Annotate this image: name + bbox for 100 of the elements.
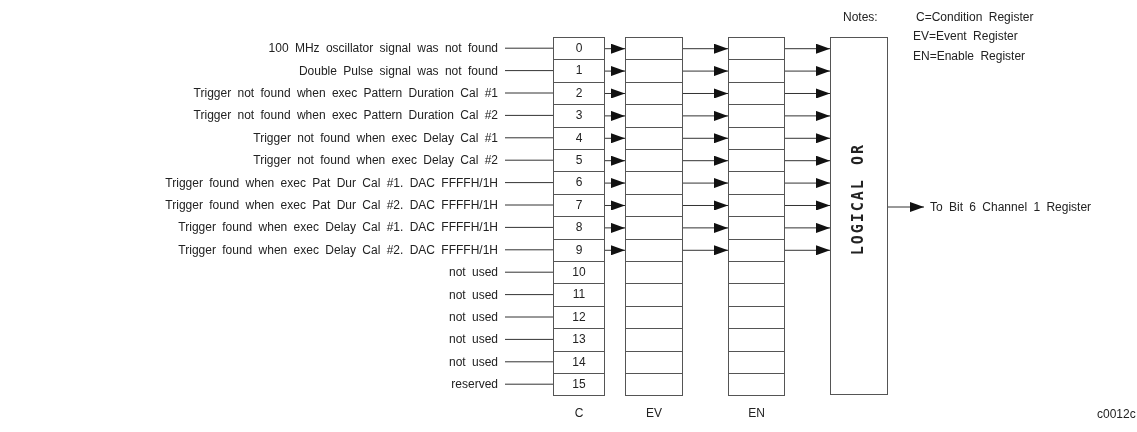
arrow [682,133,729,144]
register-cell: 14 [553,350,605,374]
register-cell [625,328,683,352]
connector-line [504,316,554,318]
arrow [887,202,925,212]
column-heading: C [573,405,585,422]
connector-line [504,383,554,385]
arrow [784,222,831,233]
register-cell [728,238,785,262]
arrow [784,200,831,211]
note-text: EV=Event Register [913,28,1018,44]
column-heading: EN [747,405,766,422]
note-text: C=Condition Register [916,9,1034,25]
register-cell: 9 [553,238,605,262]
signal-label: Trigger not found when exec Delay Cal #2 [253,152,498,169]
register-cell [625,104,683,128]
register-cell: 12 [553,305,605,330]
register-cell [728,149,785,173]
signal-label: reserved [451,376,498,393]
connector-line [504,137,554,139]
connector-line [504,338,554,340]
register-cell: 0 [553,37,605,61]
connector-line [504,294,554,296]
arrow [604,110,626,121]
arrow [784,88,831,99]
connector-line [504,226,554,228]
register-cell [625,283,683,307]
signal-label: not used [448,286,498,303]
register-cell: 6 [553,171,605,195]
signal-label: Trigger not found when exec Pattern Duration Cal #1 [193,85,498,101]
block-label: LOGICAL OR [849,143,867,256]
signal-label: Trigger found when exec Delay Cal #1. DAC FFFFH/1H [178,219,498,236]
register-cell: 13 [553,328,605,352]
register-cell [625,261,683,285]
register-cell [625,81,683,106]
register-cell [625,171,683,195]
register-cell: 1 [553,59,605,83]
register-cell [625,238,683,262]
arrow [784,110,831,121]
register-cell: 5 [553,149,605,173]
arrow [682,43,729,54]
signal-label: not used [448,264,498,281]
register-cell: 8 [553,216,605,240]
logic-block [830,37,888,396]
arrow [784,66,831,77]
arrow [784,133,831,144]
arrow [784,178,831,189]
note-text: EN=Enable Register [913,48,1026,64]
register-cell: 3 [553,104,605,128]
arrow [682,222,729,233]
register-cell: 7 [553,193,605,218]
register-cell [625,37,683,61]
register-cell [728,126,785,150]
register-cell [625,193,683,218]
signal-label: 100 MHz oscillator signal was not found [268,40,498,57]
register-cell [728,37,785,61]
arrow [682,155,729,166]
register-cell [728,59,785,83]
register-cell [728,81,785,106]
connector-line [504,182,554,184]
connector-line [504,47,554,49]
register-cell [728,305,785,330]
arrow [604,155,626,166]
arrow [604,178,626,189]
connector-line [504,114,554,116]
register-cell: 10 [553,261,605,285]
register-cell: 15 [553,373,605,397]
register-cell [728,104,785,128]
register-cell: 2 [553,81,605,106]
register-cell [728,193,785,218]
signal-label: Trigger found when exec Pat Dur Cal #1. DAC FFFFH/1H [165,174,498,191]
arrow [682,110,729,121]
arrow [784,245,831,256]
connector-line [504,271,554,273]
connector-line [504,159,554,161]
signal-label: Trigger found when exec Delay Cal #2. DAC FFFFH/1H [178,241,498,258]
arrow [604,88,626,99]
register-cell [625,149,683,173]
register-cell [728,216,785,240]
connector-line [504,361,554,363]
arrow [604,43,626,54]
register-cell [625,350,683,374]
arrow [682,66,729,77]
output-label: To Bit 6 Channel 1 Register [930,199,1092,215]
signal-label: Trigger not found when exec Pattern Duration Cal #2 [193,107,498,124]
arrow [604,222,626,233]
register-cell [728,373,785,397]
connector-line [504,70,554,72]
arrow [604,200,626,211]
register-cell [728,283,785,307]
register-cell [625,126,683,150]
arrow [682,245,729,256]
signal-label: not used [448,331,498,348]
signal-label: not used [448,309,498,325]
register-cell [625,305,683,330]
column-heading: EV [645,405,663,422]
arrow [682,88,729,99]
connector-line [504,92,554,94]
signal-label: Trigger not found when exec Delay Cal #1 [253,129,498,146]
register-cell [728,261,785,285]
